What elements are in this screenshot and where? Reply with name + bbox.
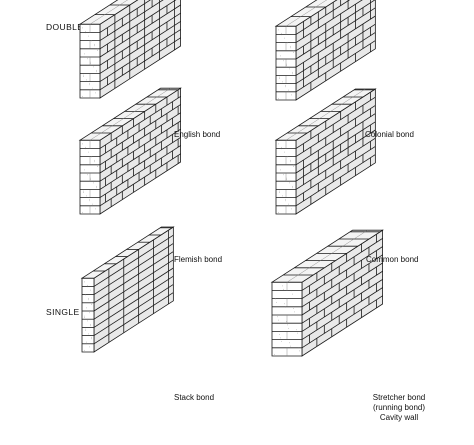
running-bond-caption: (running bond) xyxy=(372,403,426,412)
colonial-bond-caption: Colonial bond xyxy=(365,130,414,139)
stretcher-bond-caption-block: Stretcher bond (running bond) Cavity wal… xyxy=(356,393,442,423)
common-bond-caption: Common bond xyxy=(366,255,419,264)
stretcher-bond-caption: Stretcher bond xyxy=(372,393,426,402)
stack-bond-caption: Stack bond xyxy=(174,393,215,402)
cavity-wall-caption: Cavity wall xyxy=(379,413,419,422)
flemish-bond-caption: Flemish bond xyxy=(174,255,223,264)
english-bond-caption: English bond xyxy=(174,130,221,139)
